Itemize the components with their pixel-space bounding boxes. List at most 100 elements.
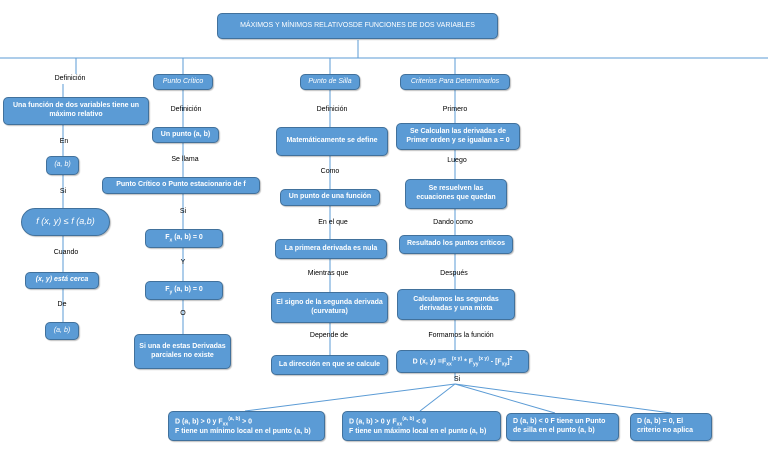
label-primero: Primero	[442, 106, 468, 113]
r2-c: F tiene un máximo local en el punto (a, …	[349, 427, 487, 435]
label-o: O	[180, 310, 186, 317]
diagram-title-text: MÁXIMOS Y MÍNIMOS RELATIVOSDE FUNCIONES …	[240, 21, 475, 29]
box-max-relativo: Una función de dos variables tiene un má…	[3, 97, 149, 125]
box-segundas-derivadas-text: Calculamos las segundas derivadas y una …	[413, 295, 499, 312]
fy-sub: y	[169, 289, 173, 296]
box-minimo-local-text: D (a, b) > 0 y Fxx(a, b) > 0 F tiene un m…	[175, 416, 311, 437]
header-punto-critico-text: Punto Crítico	[162, 77, 204, 85]
fx-f: F	[165, 233, 170, 241]
box-cerca-text: (x, y) está cerca	[35, 276, 89, 284]
D-sup2: (x y)	[478, 355, 489, 362]
label-en: En	[59, 138, 69, 145]
box-punto-funcion: Un punto de una función	[280, 189, 380, 206]
label-definicion-3: Definición	[316, 106, 348, 113]
box-resuelven-text: Se resuelven las ecuaciones que quedan	[416, 185, 496, 201]
r1-c: F tiene un mínimo local en el punto (a, …	[175, 427, 311, 435]
D-end: ]	[507, 357, 510, 365]
box-resultado-text: Resultado los puntos críticos	[406, 240, 505, 248]
label-cuando: Cuando	[53, 249, 79, 256]
box-inequality: f (x, y) ≤ f (a,b)	[21, 208, 110, 236]
r2-sub: xx	[396, 421, 403, 428]
box-fx: Fx (a, b) = 0	[145, 229, 223, 248]
D-sup3: 2	[509, 355, 513, 362]
box-punto-silla-criterio: D (a, b) < 0 F tiene un Punto de silla e…	[506, 413, 619, 441]
box-signo-segunda-text: El signo de la segunda derivada (curvatu…	[276, 298, 383, 315]
D-sub2: yy	[473, 361, 479, 368]
box-inequality-text: f (x, y) ≤ f (a,b)	[36, 216, 95, 227]
D-mid: * F	[462, 357, 474, 365]
header-criterios: Criterios Para Determinarlos	[400, 74, 510, 90]
box-punto-critico-text: Punto Crítico o Punto estacionario de f	[116, 181, 246, 189]
box-primera-derivada-text: La primera derivada es nula	[284, 244, 378, 252]
label-depende-de: Depende de	[309, 332, 349, 339]
label-en-el-que: En el que	[318, 219, 348, 226]
r1-b: > 0	[240, 417, 253, 425]
D-mid2: - [F	[488, 357, 502, 365]
fy-f: F	[165, 285, 170, 293]
box-un-punto-text: Un punto (a, b)	[160, 130, 211, 138]
label-y: Y	[180, 259, 186, 266]
label-si-4: Si	[453, 376, 461, 383]
box-un-punto: Un punto (a, b)	[152, 127, 219, 143]
box-no-aplica: D (a, b) = 0, El criterio no aplica	[630, 413, 712, 441]
box-punto-funcion-text: Un punto de una función	[288, 193, 372, 201]
box-no-aplica-text: D (a, b) = 0, El criterio no aplica	[637, 418, 694, 434]
box-ab-2: (a, b)	[45, 322, 79, 340]
box-direccion: La dirección en que se calcule	[271, 355, 388, 375]
D-pre: D (x, y) =F	[412, 357, 447, 365]
label-como: Como	[320, 168, 340, 175]
box-fx-text: Fx (a, b) = 0	[165, 234, 203, 244]
box-direccion-text: La dirección en que se calcule	[278, 360, 381, 368]
label-si-2: Si	[179, 208, 187, 215]
box-ab: (a, b)	[46, 156, 79, 175]
fx-post: (a, b) = 0	[174, 233, 203, 241]
D-sub3: xy	[501, 361, 508, 368]
label-si-1: Si	[59, 188, 67, 195]
label-luego: Luego	[447, 157, 467, 164]
label-formamos: Formamos la función	[428, 332, 494, 339]
box-fy: Fy (a, b) = 0	[145, 281, 223, 300]
fy-post: (a, b) = 0	[174, 285, 203, 293]
label-dando-como: Dando como	[433, 219, 473, 226]
box-primera-derivada: La primera derivada es nula	[275, 239, 387, 259]
r1-sub: xx	[222, 421, 229, 428]
header-criterios-text: Criterios Para Determinarlos	[410, 77, 500, 85]
D-sub1: xx	[446, 361, 452, 368]
box-maximo-local-text: D (a, b) > 0 y Fxx(a, b) < 0 F tiene un m…	[349, 416, 486, 437]
box-signo-segunda: El signo de la segunda derivada (curvatu…	[271, 292, 388, 323]
r2-b: < 0	[414, 417, 427, 425]
label-se-llama: Se llama	[171, 156, 199, 163]
box-ab-2-text: (a, b)	[53, 326, 71, 334]
D-sup1: (x y)	[451, 355, 463, 362]
box-funcion-D: D (x, y) =Fxx(x y) * Fyy(x y) - [Fxy]2	[396, 350, 529, 373]
box-matematicamente-text: Matemáticamente se define	[286, 137, 378, 145]
box-derivadas-no-existe-text: Si una de estas Derivadas parciales no e…	[139, 342, 226, 359]
label-definicion-1: Definición	[54, 75, 86, 82]
box-derivadas-no-existe: Si una de estas Derivadas parciales no e…	[134, 334, 231, 369]
box-segundas-derivadas: Calculamos las segundas derivadas y una …	[397, 289, 515, 320]
box-minimo-local: D (a, b) > 0 y Fxx(a, b) > 0 F tiene un m…	[168, 411, 325, 441]
box-calculan-derivadas: Se Calculan las derivadas de Primer orde…	[396, 123, 520, 150]
label-despues: Después	[440, 270, 468, 277]
label-mientras-que: Mientras que	[307, 270, 349, 277]
r1-sup: (a, b)	[228, 415, 241, 422]
fx-sub: x	[169, 237, 173, 244]
box-punto-critico: Punto Crítico o Punto estacionario de f	[102, 177, 260, 194]
r1-a: D (a, b) > 0 y F	[175, 417, 223, 425]
box-calculan-derivadas-text: Se Calculan las derivadas de Primer orde…	[406, 127, 510, 144]
diagram-title: MÁXIMOS Y MÍNIMOS RELATIVOSDE FUNCIONES …	[217, 13, 498, 39]
box-resultado: Resultado los puntos críticos	[399, 235, 513, 254]
box-cerca: (x, y) está cerca	[25, 272, 99, 289]
box-resuelven: Se resuelven las ecuaciones que quedan	[405, 179, 507, 209]
r2-sup: (a, b)	[402, 415, 415, 422]
label-de: De	[57, 301, 67, 308]
box-max-relativo-text: Una función de dos variables tiene un má…	[12, 102, 140, 118]
box-ab-text: (a, b)	[54, 161, 71, 169]
header-punto-silla-text: Punto de Silla	[308, 77, 352, 85]
box-matematicamente: Matemáticamente se define	[276, 127, 388, 156]
box-fy-text: Fy (a, b) = 0	[165, 286, 203, 296]
header-punto-critico: Punto Crítico	[153, 74, 213, 90]
r2-a: D (a, b) > 0 y F	[349, 417, 397, 425]
box-punto-silla-criterio-text: D (a, b) < 0 F tiene un Punto de silla e…	[513, 418, 606, 434]
